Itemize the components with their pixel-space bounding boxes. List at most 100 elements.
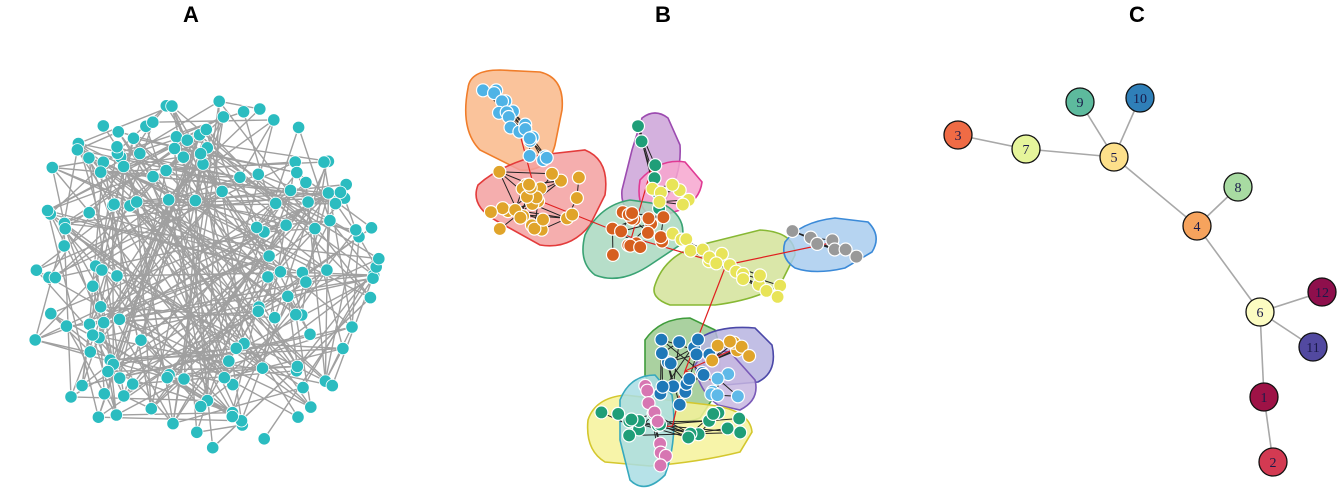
network-edge [219,100,260,110]
community-node [706,406,721,421]
network-edge [64,192,329,225]
network-edge [103,147,208,323]
network-node [212,94,226,108]
community-node [656,210,671,225]
network-node [112,312,127,326]
network-node [317,155,331,169]
network-node [110,269,124,283]
community-edge [661,339,703,374]
tree-node: 3 [943,120,973,150]
tree-node-label: 7 [1023,143,1030,158]
network-edge [263,277,374,440]
community-node [709,256,724,271]
network-node [320,263,334,277]
network-node [97,315,111,330]
network-edge [267,276,276,318]
network-node [345,320,359,334]
panel-b-community-network [464,69,877,488]
network-edge [129,202,336,207]
network-edge [239,119,275,178]
community-node [654,332,669,347]
community-node [648,158,663,173]
community-edge [499,171,553,175]
network-node [95,263,109,277]
community-node [634,134,649,149]
tree-node: 7 [1011,134,1041,164]
network-node [262,249,276,263]
network-edge [194,200,209,401]
network-edge [88,157,168,378]
community-node [681,430,696,445]
network-node [363,290,377,305]
network-node [190,425,204,439]
network-edge [294,161,344,349]
community-node [734,339,749,354]
tree-node: 4 [1182,211,1212,241]
network-node [166,416,180,431]
network-node [303,327,317,341]
tree-node-label: 2 [1270,456,1277,471]
network-node [117,159,131,174]
network-node [255,361,270,375]
community-node [535,212,551,227]
network-node [233,170,247,184]
community-node [689,347,704,362]
network-node [159,163,173,178]
network-edge [169,365,298,376]
network-edge [50,213,281,273]
tree-node: 6 [1245,297,1275,327]
network-edge [243,342,343,350]
tree-node-label: 6 [1257,306,1264,321]
network-edge [97,199,170,418]
community-node [672,335,687,350]
network-edge [46,210,100,418]
network-edge [305,274,374,283]
network-node [86,279,100,293]
network-node [291,120,306,135]
network-node [70,143,85,157]
network-edge [205,129,223,192]
network-edge [296,266,377,367]
network-node [229,341,243,355]
network-edge [77,131,119,151]
network-node [134,333,148,347]
network-node [279,218,293,232]
network-node [94,165,108,179]
network-node [328,197,343,211]
network-edge [76,149,297,316]
network-edge [64,228,121,379]
community-node [640,225,656,240]
network-node [101,364,115,379]
community-node [633,240,648,255]
community-node [741,348,757,364]
network-edge [132,137,269,278]
community-node [483,205,498,220]
community-node [652,194,667,209]
network-node [91,410,106,424]
network-node [110,140,124,154]
network-edge [100,161,325,173]
tree-node-label: 9 [1077,96,1084,111]
community-node [571,170,587,185]
tree-node: 1 [1249,382,1279,412]
community-node [569,190,585,206]
network-node [29,263,44,277]
community-node [849,249,864,264]
network-edge [70,276,269,398]
network-edge [89,190,223,353]
network-edge [140,129,207,341]
network-node [194,399,208,414]
network-node [296,380,310,395]
community-node [710,371,725,386]
network-node [283,183,298,197]
network-node [308,222,322,236]
network-edge [78,105,173,145]
tree-node-label: 12 [1315,286,1329,301]
tree-node: 9 [1065,87,1095,117]
network-edge [65,325,118,416]
network-node [165,99,179,113]
network-edge [172,116,225,424]
network-node [194,147,208,161]
tree-node-label: 3 [955,129,962,144]
community-node [752,268,768,283]
